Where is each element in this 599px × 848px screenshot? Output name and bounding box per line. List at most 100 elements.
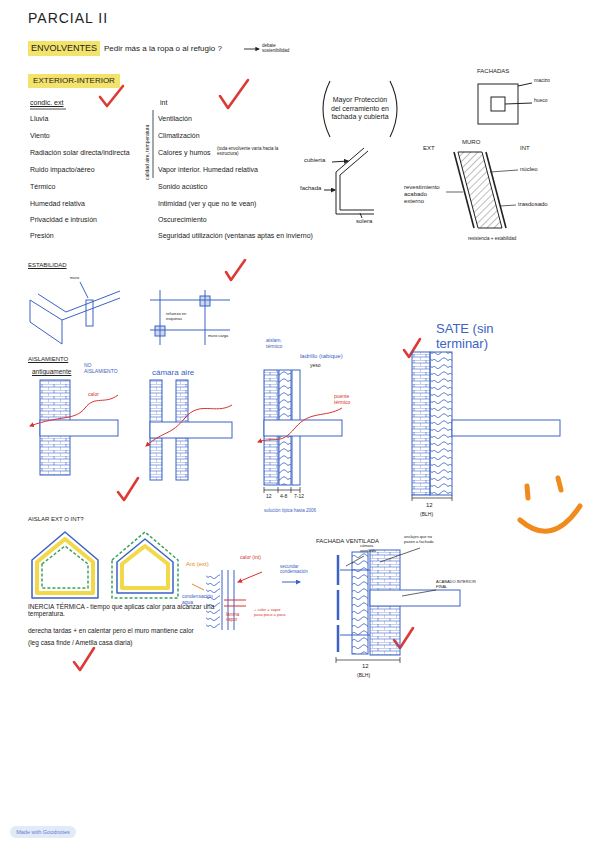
note-text: AISLAR EXT O INT? (28, 516, 84, 523)
note-text: INT (520, 145, 530, 152)
wall-external-insulation (412, 352, 560, 501)
smiley-doodle (520, 478, 580, 531)
wall-section (446, 192, 463, 193)
wall-external-insulation (430, 352, 452, 495)
note-text: 7-12 (294, 494, 304, 500)
wall-cavity-insulation (264, 420, 342, 436)
facade-squares (518, 83, 532, 86)
note-text: revestimiento acabado externo (404, 184, 448, 205)
check-mark (100, 86, 123, 106)
note-text: refuerzo en esquinas (166, 312, 196, 321)
note-text: AISLAMIENTO (28, 356, 68, 363)
house-insulation (112, 532, 178, 598)
ventilated-facade (380, 548, 420, 562)
wall-cavity-insulation (264, 487, 300, 493)
note-text: solera (356, 218, 372, 225)
stability-sketch (38, 291, 120, 312)
note-text: calor (88, 392, 99, 398)
note-text: debate sostenibilidad (262, 43, 298, 53)
note-text: condic. ext (30, 99, 63, 107)
note-text: calidad aire, temperatura (145, 125, 151, 180)
note-text: Ruido impacto/aéreo (30, 166, 95, 174)
note-text: puente térmico (334, 394, 364, 406)
house-insulation (122, 546, 168, 588)
note-text: yeso (310, 363, 321, 369)
wall-section (446, 152, 518, 228)
building-sketch (324, 148, 374, 218)
ventilated-facade (336, 548, 460, 663)
vapour-sketch (192, 570, 300, 630)
wall-no-insulation (40, 420, 118, 436)
ventilated-facade (352, 552, 368, 654)
note-text: Oscurecimiento (158, 216, 207, 224)
note-text: + calor = vapor pasa poco a poco (254, 608, 288, 617)
note-text: 12 (362, 663, 369, 670)
highlight-band: EXTERIOR-INTERIOR (28, 74, 120, 88)
wall-external-insulation (452, 420, 560, 436)
note-text: lámina vapor (226, 612, 250, 622)
ventilated-facade (337, 555, 340, 652)
note-text: 12 (426, 502, 433, 509)
note-text: Presión (30, 232, 54, 240)
note-text: NO AISLAMIENTO (84, 363, 120, 375)
vapour-sketch (224, 600, 246, 606)
stability-sketch (30, 300, 62, 344)
note-text: Vapor interior. Humedad relativa (158, 166, 258, 174)
note-text: (BLH) (357, 673, 370, 679)
wall-cavity-insulation (258, 370, 342, 493)
node-text: Made with Goodnotes (16, 829, 70, 836)
facade-squares (505, 103, 532, 104)
wall-cavity-insulation (258, 408, 342, 442)
note-text: Radiación solar directa/indirecta (30, 149, 130, 157)
node-text: Mayor Protección del cerramiento en fach… (330, 96, 390, 121)
note-text: Lluvia (30, 115, 48, 123)
note-text: derecha tardas + en calentar pero el mur… (28, 627, 194, 634)
bracket-line (30, 109, 153, 178)
wall-section (500, 205, 516, 206)
note-text: (leg casa finde / Ametlla casa diaria) (28, 639, 132, 646)
stability-sketch (62, 298, 120, 320)
watermark-badge: Made with Goodnotes (10, 826, 76, 838)
stability-sketch (80, 282, 88, 298)
stability-sketch (160, 290, 205, 345)
facade-squares (491, 97, 505, 111)
note-text: Privacidad e intrusión (30, 216, 97, 224)
stability-sketch (30, 282, 230, 345)
wall-section (454, 152, 474, 228)
note-text: Humedad relativa (30, 200, 85, 208)
note-text: Térmico (30, 183, 55, 191)
check-mark (74, 648, 94, 670)
building-sketch (360, 213, 362, 218)
note-text: muro carga (208, 334, 232, 339)
note-arrow (244, 49, 259, 50)
note-text: ACABADO INTERIOR FINAL (436, 580, 478, 589)
note-text: Seguridad utilización (ventanas aptas en… (158, 232, 313, 240)
note-text: antiguamente (32, 368, 71, 375)
building-sketch (324, 190, 335, 191)
check-mark (74, 80, 420, 670)
note-text: 12 (266, 494, 272, 500)
facade-squares (478, 83, 532, 124)
vapour-sketch (206, 572, 220, 628)
note-text: núcleo (520, 166, 538, 173)
check-mark (226, 260, 245, 280)
ventilated-facade (402, 590, 436, 596)
note-text: ESTABILIDAD (28, 262, 67, 269)
page-title: PARCIAL II (28, 10, 108, 26)
note-text: resistencia + estabilidad (468, 236, 518, 241)
bracketed-note: Mayor Protección del cerramiento en fach… (318, 78, 402, 140)
node-text: ENVOLVENTES (31, 43, 97, 54)
note-text: Ventilación (158, 115, 192, 123)
note-text: Calores y humos (158, 149, 211, 157)
note-text: secundar condensación (280, 564, 316, 574)
note-text: (toda envolvente varía hacia la estructu… (217, 146, 297, 156)
wall-air-cavity (146, 380, 232, 480)
note-text: (BLH) (420, 512, 433, 518)
note-text: MURO (462, 139, 480, 146)
note-text: ladrillo (tabique) (300, 353, 343, 360)
ventilated-facade (336, 657, 400, 663)
wall-no-insulation (30, 380, 118, 475)
note-text: cámara ventilada (360, 544, 386, 553)
